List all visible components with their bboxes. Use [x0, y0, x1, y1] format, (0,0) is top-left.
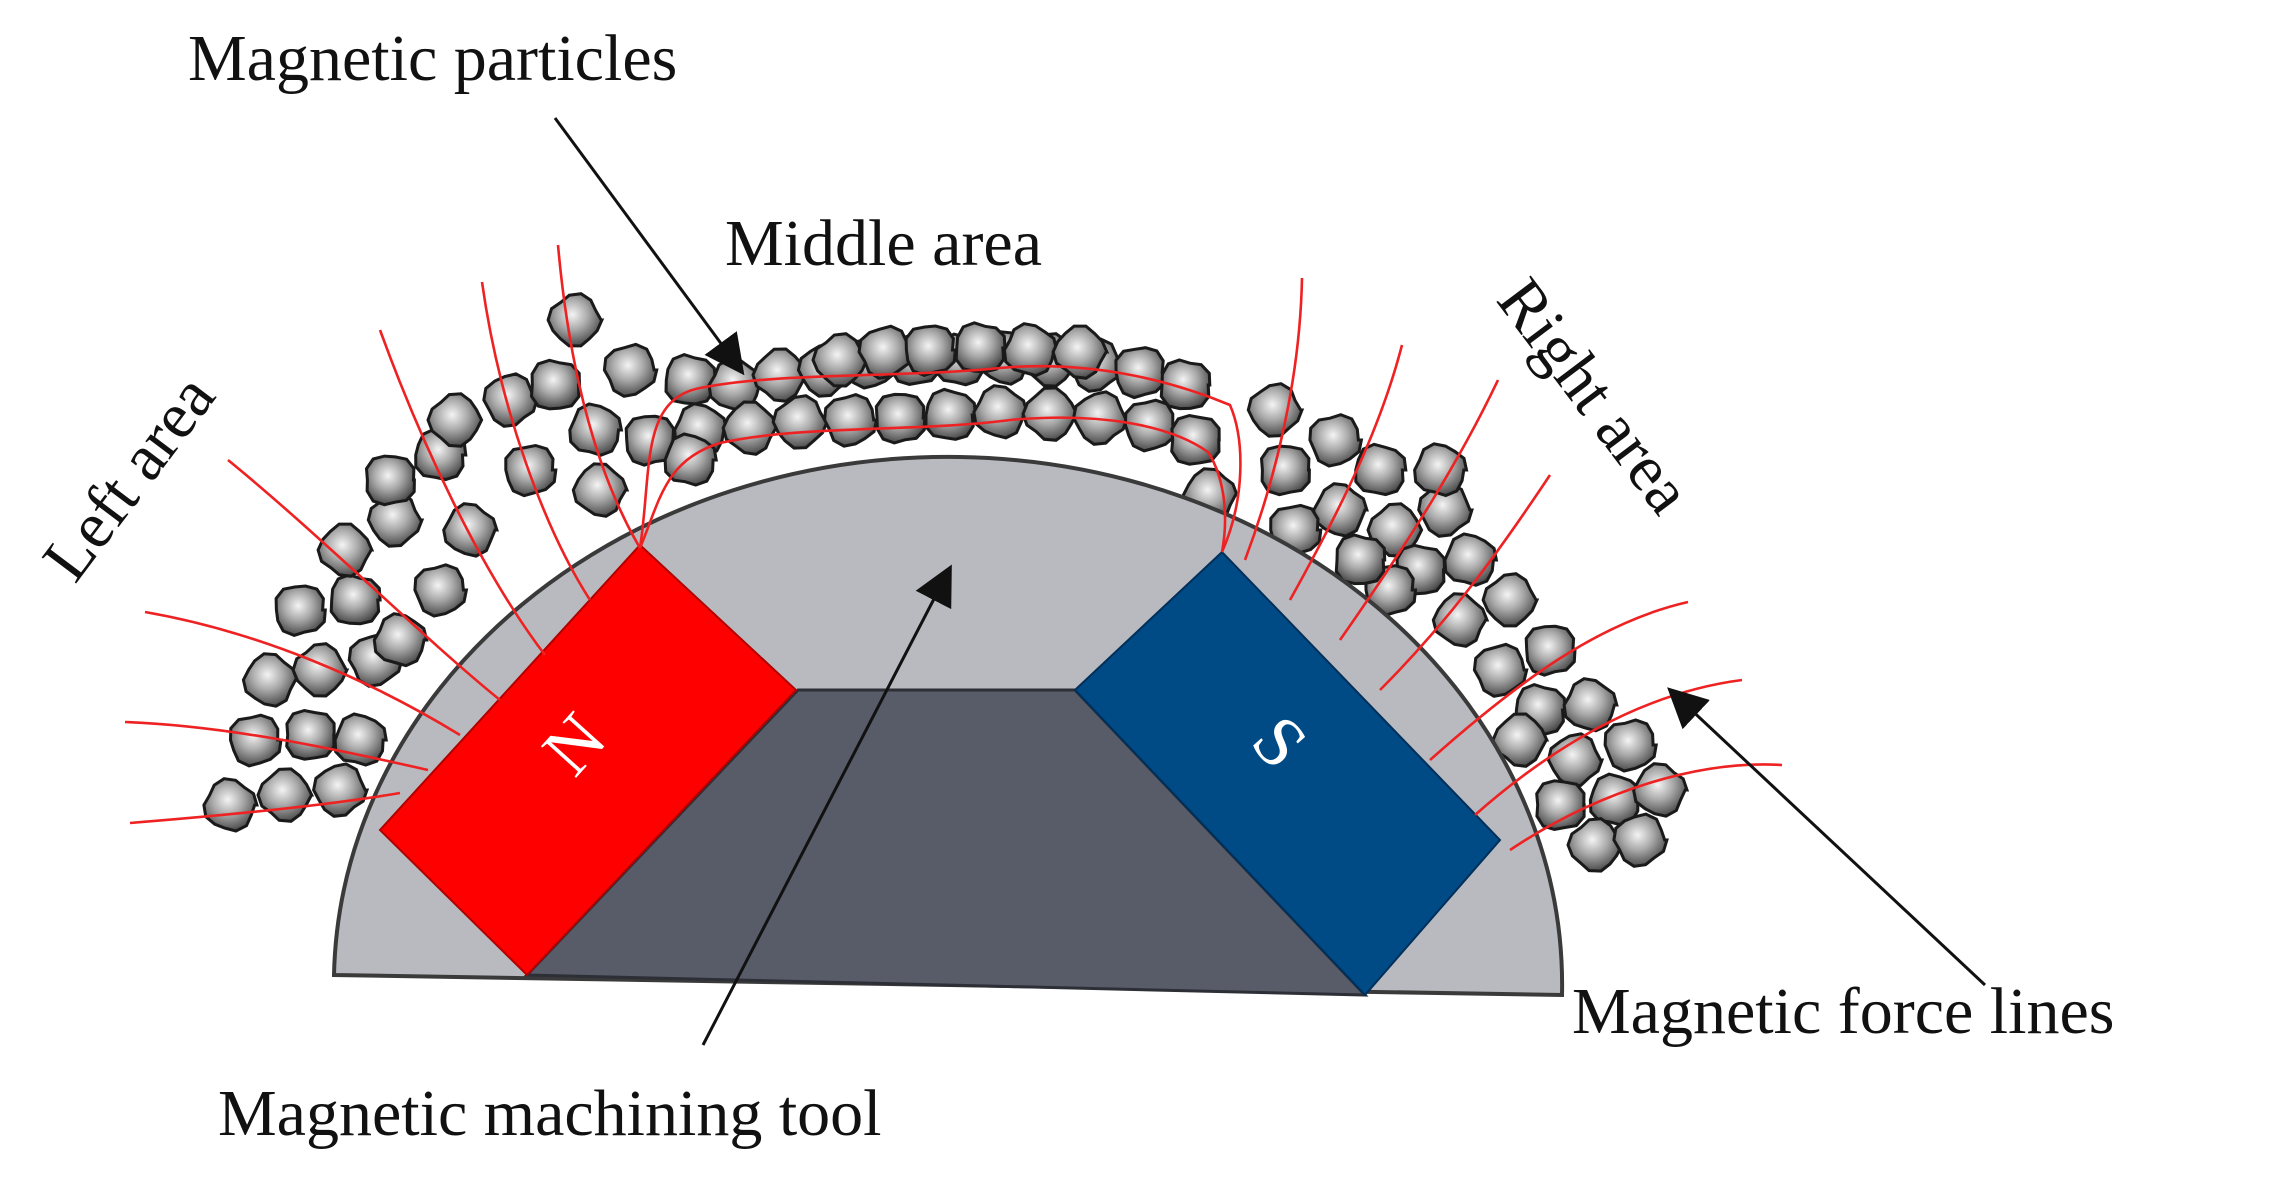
force-line	[1379, 474, 1552, 691]
label-magnetic-force-lines: Magnetic force lines	[1572, 975, 2114, 1048]
magnetic-particle	[823, 393, 879, 448]
magnetic-particle	[312, 762, 370, 818]
force-line	[1243, 277, 1304, 561]
magnetic-particle	[1259, 444, 1311, 497]
magnetic-particle	[256, 767, 315, 823]
force-line	[638, 364, 1242, 553]
magnetic-particle	[664, 353, 717, 406]
magnetic-particle	[571, 462, 630, 518]
force-line	[1338, 379, 1500, 641]
magnetic-particle	[1334, 533, 1387, 586]
magnetic-particle	[329, 573, 382, 626]
magnetic-particle	[366, 492, 425, 548]
label-right-area: Right area	[1483, 265, 1706, 527]
magnetic-particle	[1603, 718, 1658, 773]
magnetic-particle	[1562, 677, 1619, 733]
force-line	[378, 329, 547, 656]
force-line	[638, 416, 1227, 553]
magnetic-particle	[241, 652, 300, 708]
magnetic-particle	[546, 292, 605, 348]
magnetic-force-lines	[124, 244, 1783, 852]
magnetic-particle	[482, 372, 539, 428]
magnetic-particle	[624, 414, 677, 467]
magnetic-particle	[924, 387, 978, 441]
magnetic-particle	[202, 777, 259, 833]
magnetic-particle	[602, 342, 659, 398]
force-line	[227, 458, 501, 702]
magnetic-particle	[721, 400, 780, 456]
magnetic-particle	[291, 642, 350, 698]
magnetic-particle	[364, 454, 416, 507]
magnetic-particle	[1308, 413, 1364, 468]
magnetic-particle	[274, 584, 327, 637]
magnetic-particle	[663, 432, 718, 487]
force-line	[129, 791, 401, 825]
magnetic-particle	[1632, 762, 1690, 818]
force-lines-arrow	[1667, 687, 1987, 987]
magnetic-particle	[1417, 482, 1474, 538]
magnetic-particle	[1612, 812, 1669, 868]
magnetic-particle	[228, 713, 283, 768]
magnetic-particle	[285, 708, 336, 761]
force-line	[480, 281, 592, 601]
magnetic-particle	[1491, 712, 1550, 768]
magnetic-particle	[529, 358, 582, 411]
label-left-area: Left area	[29, 361, 230, 594]
magnetic-particle	[1114, 346, 1168, 400]
magnetic-particle	[1123, 398, 1178, 453]
magnetic-particle	[426, 392, 484, 448]
magnetic-particle	[372, 612, 429, 668]
magnetic-particle	[771, 394, 830, 450]
magnetic-particle	[972, 384, 1029, 440]
magnetic-particle	[1002, 322, 1059, 378]
magnetic-particle	[1443, 532, 1499, 587]
magnetic-particle	[1524, 624, 1577, 677]
magnetic-particle	[874, 392, 927, 445]
north-magnet	[378, 543, 798, 977]
magnetic-particle	[1312, 482, 1369, 538]
force-line	[1429, 600, 1689, 761]
magnetic-particle	[904, 324, 957, 377]
label-magnetic-particles: Magnetic particles	[188, 22, 677, 95]
magnetic-particle	[1159, 358, 1212, 411]
force-line	[556, 244, 642, 549]
magnetic-particle	[1472, 642, 1529, 698]
force-line	[1288, 344, 1404, 601]
label-middle-area: Middle area	[725, 207, 1042, 280]
magnetic-particle	[1535, 779, 1586, 832]
magnetic-particle	[1354, 442, 1408, 497]
south-magnet	[1073, 550, 1502, 997]
magnetic-particle	[568, 402, 624, 457]
magnetic-particle	[333, 712, 388, 767]
magnetic-particle	[1431, 592, 1490, 648]
magnetic-particle	[1481, 572, 1540, 628]
magnetic-particle	[1021, 386, 1080, 442]
magnetic-particle	[1566, 817, 1625, 873]
magnetic-particle	[1051, 324, 1110, 380]
magnetic-particle	[751, 347, 810, 403]
force-line	[1474, 678, 1743, 816]
magnetic-particle	[811, 332, 870, 388]
magnetic-particles-arrow	[553, 117, 745, 376]
magnetic-particle	[1546, 732, 1605, 788]
magnetic-particle	[442, 502, 499, 558]
force-line	[124, 720, 429, 772]
magnetic-particle	[504, 443, 558, 498]
magnetic-particle	[954, 321, 1007, 374]
magnetic-particle	[413, 563, 469, 618]
machining-tool-arrow	[701, 564, 952, 1046]
force-line	[144, 610, 461, 737]
magnetic-particle	[1246, 382, 1305, 438]
magnetic-particle	[316, 522, 375, 578]
label-magnetic-machining-tool: Magnetic machining tool	[218, 1077, 882, 1150]
